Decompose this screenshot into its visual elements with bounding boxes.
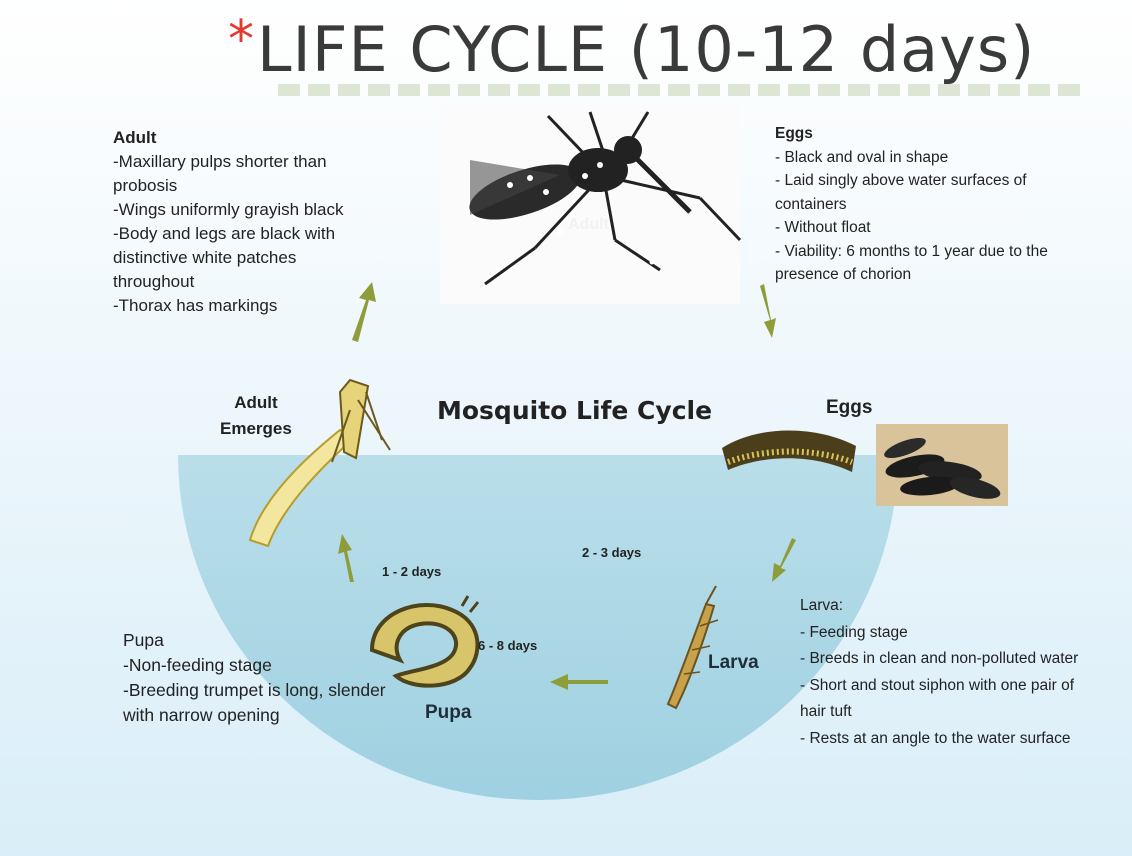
adult-emerges-label: Adult Emerges xyxy=(220,390,292,442)
duration-label: 6 - 8 days xyxy=(478,638,537,653)
adult-item: -Wings uniformly grayish black xyxy=(113,198,373,222)
larva-item: - Rests at an angle to the water surface xyxy=(800,726,1100,753)
larva-item: - Breeds in clean and non-polluted water xyxy=(800,646,1100,673)
adult-description: Adult -Maxillary pulps shorter than prob… xyxy=(113,126,373,318)
eggs-list: - Black and oval in shape - Laid singly … xyxy=(775,146,1075,287)
adult-item: -Body and legs are black with distinctiv… xyxy=(113,222,373,294)
diagram-title: Mosquito Life Cycle xyxy=(437,396,712,425)
eggs-description: Eggs - Black and oval in shape - Laid si… xyxy=(775,122,1075,287)
adult-list: -Maxillary pulps shorter than probosis -… xyxy=(113,150,373,318)
pupa-heading: Pupa xyxy=(123,628,403,653)
pupa-description: Pupa -Non-feeding stage -Breeding trumpe… xyxy=(123,628,403,728)
eggs-item: - Laid singly above water surfaces of co… xyxy=(775,169,1075,216)
eggs-photo-icon xyxy=(876,424,1008,506)
adult-mosquito-icon xyxy=(440,104,740,304)
duration-label: 2 - 3 days xyxy=(582,545,641,560)
duration-label: 1 - 2 days xyxy=(382,564,441,579)
arrow-eggs-down xyxy=(760,284,776,338)
pupa-item: -Breeding trumpet is long, slender with … xyxy=(123,678,403,728)
adult-item: -Thorax has markings xyxy=(113,294,373,318)
adult-heading: Adult xyxy=(113,126,373,150)
larva-heading: Larva: xyxy=(800,593,1100,620)
larva-item: - Feeding stage xyxy=(800,620,1100,647)
eggs-item: - Viability: 6 months to 1 year due to t… xyxy=(775,240,1075,287)
pupa-stage-label: Pupa xyxy=(425,702,471,724)
adult-item: -Maxillary pulps shorter than probosis xyxy=(113,150,373,198)
adult-emerges-line2: Emerges xyxy=(220,416,292,442)
pupa-list: -Non-feeding stage -Breeding trumpet is … xyxy=(123,653,403,728)
larva-list: - Feeding stage - Breeds in clean and no… xyxy=(800,620,1100,753)
larva-description: Larva: - Feeding stage - Breeds in clean… xyxy=(800,593,1100,752)
larva-stage-label: Larva xyxy=(708,652,759,674)
larva-item: - Short and stout siphon with one pair o… xyxy=(800,673,1100,726)
pupa-item: -Non-feeding stage xyxy=(123,653,403,678)
eggs-item: - Without float xyxy=(775,216,1075,240)
eggs-stage-label: Eggs xyxy=(826,397,872,419)
adult-emerges-line1: Adult xyxy=(220,390,292,416)
adult-photo-label: Adult xyxy=(568,216,609,234)
eggs-heading: Eggs xyxy=(775,122,1075,146)
eggs-item: - Black and oval in shape xyxy=(775,146,1075,170)
